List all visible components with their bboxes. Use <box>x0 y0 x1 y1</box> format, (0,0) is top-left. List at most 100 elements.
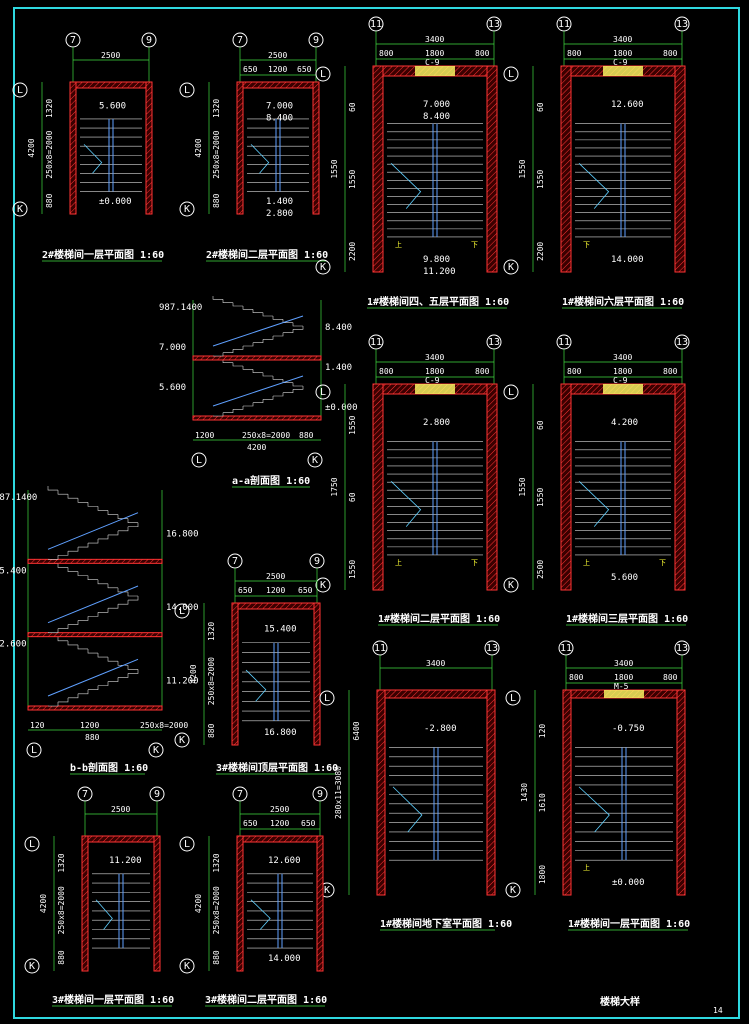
wall <box>674 65 686 273</box>
stair-profile <box>293 386 304 390</box>
dimension-label: 1320 <box>45 99 54 118</box>
level-mark: 7.000 <box>159 343 186 353</box>
dimension-label: 1320 <box>57 853 66 872</box>
handrail <box>47 658 139 697</box>
stair-profile <box>67 567 78 572</box>
wall <box>192 355 322 361</box>
axis-label: K <box>184 204 190 215</box>
axis-circle <box>174 603 190 619</box>
dimension-label: 800 <box>663 367 678 376</box>
level-mark: 15.400 <box>264 624 297 634</box>
level-mark: 987.1400 <box>0 493 37 503</box>
stair-profile <box>232 302 243 307</box>
level-mark: 14.000 <box>166 603 199 613</box>
axis-label: 7 <box>82 789 88 800</box>
drawing-title: a-a剖面图 1:60 <box>232 474 310 487</box>
axis-bubble: 9 <box>312 786 328 802</box>
axis-label: 11 <box>370 337 382 348</box>
stair-profile <box>243 342 254 347</box>
window-tag: M-5 <box>614 682 629 691</box>
direction-label: 下 <box>583 241 590 249</box>
stair-profile <box>118 526 129 532</box>
stair-profile <box>117 514 128 519</box>
dimension-label: 3400 <box>614 659 633 668</box>
stair-profile <box>283 329 294 333</box>
drawing-title: 2#楼梯间一层平面图 1:60 <box>42 248 164 261</box>
stair-profile <box>283 389 294 393</box>
axis-bubble: K <box>174 732 190 748</box>
level-mark: 8.400 <box>423 112 450 122</box>
wall <box>236 81 244 215</box>
dimension-label: 2500 <box>266 572 285 581</box>
dimension-label: 250x8=2000 <box>212 130 221 178</box>
axis-circle <box>505 882 521 898</box>
axis-bubble: 11 <box>372 640 388 656</box>
wall <box>231 602 321 610</box>
axis-circle <box>307 452 323 468</box>
axis-circle <box>315 577 331 593</box>
axis-circle <box>503 384 519 400</box>
stair-profile <box>78 543 89 548</box>
wall <box>376 689 496 699</box>
level-mark: 12.600 <box>268 856 301 866</box>
stair-profile <box>108 604 119 609</box>
axis-bubble: K <box>315 259 331 275</box>
axis-bubble: L <box>12 82 28 98</box>
stair-profile <box>77 498 88 503</box>
axis-circle <box>148 742 164 758</box>
axis-circle <box>26 742 42 758</box>
axis-label: 9 <box>317 789 323 800</box>
stair-profile <box>233 406 244 410</box>
break-line <box>245 669 267 702</box>
stair-profile <box>252 309 263 313</box>
axis-bubble: 13 <box>486 16 502 32</box>
axis-circle <box>503 66 519 82</box>
dimension-label: 4200 <box>27 138 36 157</box>
axis-bubble: L <box>503 66 519 82</box>
axis-bubble: 11 <box>368 334 384 350</box>
direction-label: 上 <box>395 558 402 567</box>
dimension-label: 250x8=2000 <box>242 431 290 440</box>
level-mark: 5.600 <box>611 573 638 583</box>
dimension-label: 1550 <box>330 159 339 178</box>
break-line <box>392 786 423 833</box>
wall <box>486 65 498 273</box>
dimension-label: 60 <box>536 420 545 430</box>
level-mark: 12.600 <box>0 640 27 650</box>
wall <box>560 383 572 591</box>
stair-profile <box>57 636 68 642</box>
stair-profile <box>68 547 79 552</box>
axis-label: 7 <box>237 35 243 46</box>
window <box>604 690 644 698</box>
dimension-label: 800 <box>567 49 582 58</box>
break-line <box>83 144 103 174</box>
axis-bubble: L <box>179 82 195 98</box>
drawing-title: 1#楼梯间一层平面图 1:60 <box>568 917 690 930</box>
stair-profile <box>223 349 234 353</box>
dimension-label: 60 <box>536 102 545 112</box>
stair-profile <box>77 644 88 650</box>
wall <box>81 835 89 972</box>
axis-label: L <box>29 839 35 850</box>
wall <box>236 835 244 972</box>
axis-circle <box>191 452 207 468</box>
axis-bubble: 11 <box>556 16 572 32</box>
stair-profile <box>222 299 233 303</box>
axis-label: 13 <box>488 19 500 30</box>
break-line <box>250 144 270 174</box>
stair-profile <box>87 502 98 507</box>
dimension-label: 800 <box>663 673 678 682</box>
level-mark: 15.400 <box>0 566 27 576</box>
stair-profile <box>58 551 69 556</box>
stair-profile <box>97 506 108 511</box>
dimension-label: 1550 <box>536 487 545 506</box>
stair-profile <box>127 518 138 523</box>
wall <box>153 835 161 972</box>
level-mark: 14.000 <box>268 954 301 964</box>
axis-bubble: 9 <box>309 553 325 569</box>
stair-profile <box>272 316 283 320</box>
